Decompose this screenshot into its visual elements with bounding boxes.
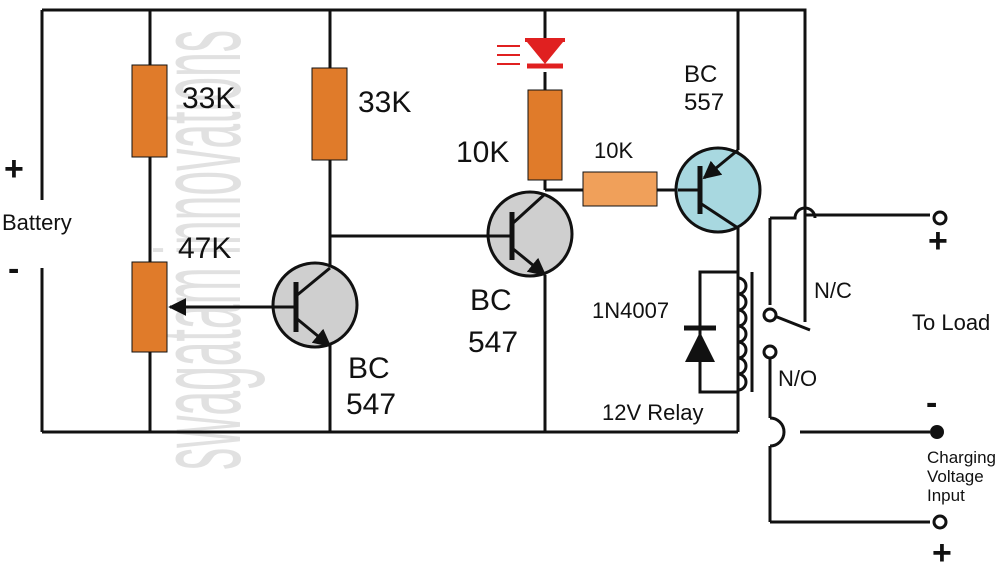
diode-icon xyxy=(684,325,716,362)
transistor-q3-label-1: BC xyxy=(684,61,717,88)
battery-label: Battery xyxy=(2,210,72,235)
no-label: N/O xyxy=(778,366,817,391)
resistor-10k-base xyxy=(582,171,658,207)
resistor-10k-led-label: 10K xyxy=(456,136,509,169)
preset-47k xyxy=(131,261,168,353)
resistor-33k-1 xyxy=(131,64,168,158)
relay-contact-no xyxy=(762,344,778,360)
transistor-q1-label-1: BC xyxy=(348,352,390,385)
resistor-33k-2 xyxy=(311,67,348,161)
charging-label-2: Voltage xyxy=(927,467,984,486)
load-plus-terminal xyxy=(932,210,948,226)
charging-label-3: Input xyxy=(927,486,965,505)
charging-label-1: Charging xyxy=(927,448,996,467)
resistor-10k-base-label: 10K xyxy=(594,138,633,163)
relay-contact-nc xyxy=(762,307,778,323)
load-minus-terminal xyxy=(930,425,944,439)
transistor-q2-label-1: BC xyxy=(470,284,512,317)
relay-label: 12V Relay xyxy=(602,400,704,425)
charging-plus-label: + xyxy=(932,534,952,570)
transistor-q2-label-2: 547 xyxy=(468,326,518,359)
led-icon xyxy=(497,38,565,69)
nc-label: N/C xyxy=(814,278,852,303)
charging-plus-terminal xyxy=(932,514,948,530)
resistor-33k-1-label: 33K xyxy=(182,82,235,115)
diode-label: 1N4007 xyxy=(592,298,669,323)
battery-plus-label: + xyxy=(4,150,24,188)
load-plus-label: + xyxy=(928,222,948,260)
resistor-10k-led xyxy=(527,89,563,181)
transistor-q1-icon xyxy=(271,261,359,349)
battery: + Battery - xyxy=(2,150,72,288)
battery-minus-label: - xyxy=(8,250,19,288)
transistor-q2-icon xyxy=(486,190,574,278)
preset-47k-label: 47K xyxy=(178,232,231,265)
transistor-q3-icon xyxy=(674,146,762,234)
transistor-q1-label-2: 547 xyxy=(346,388,396,421)
resistor-33k-2-label: 33K xyxy=(358,86,411,119)
wires xyxy=(40,8,930,524)
load-label: To Load xyxy=(912,310,990,335)
transistor-q3-label-2: 557 xyxy=(684,89,724,116)
load-minus-label: - xyxy=(926,384,937,422)
relay-coil-icon xyxy=(698,270,754,394)
